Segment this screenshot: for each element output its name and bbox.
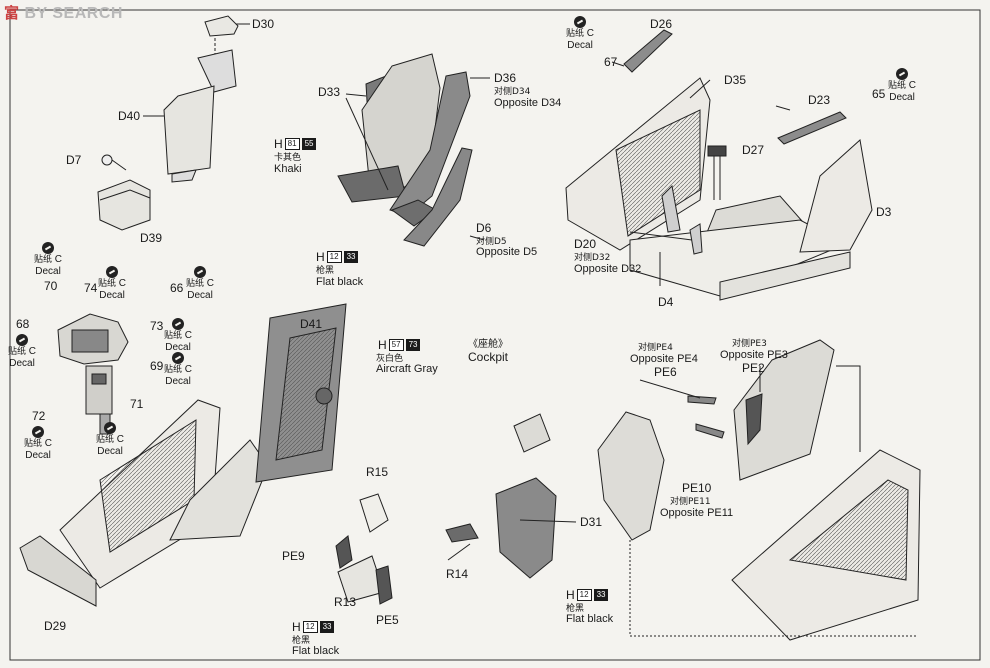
decal-icon — [172, 318, 185, 330]
decal-icon — [194, 266, 207, 278]
part-label-d4: D4 — [658, 295, 674, 309]
decal-number-74: 74 — [84, 281, 98, 295]
part-label-pe5: PE5 — [376, 613, 399, 627]
part-label-d6: D6 — [476, 221, 492, 235]
part-label-pe2: PE2 — [742, 361, 765, 375]
decal-number-70: 70 — [44, 279, 58, 293]
part-label-d6-cn: 对侧D5 — [476, 237, 507, 247]
part-label-d23: D23 — [808, 93, 831, 107]
decal-number-66: 66 — [170, 281, 184, 295]
section-title-en: Cockpit — [468, 350, 509, 364]
decal-number-68: 68 — [16, 317, 30, 331]
part-label-d35: D35 — [724, 73, 747, 87]
decal-callout-72: 贴纸 C Decal — [24, 426, 52, 461]
paint-name-khaki: Khaki — [274, 163, 302, 175]
paint-name-black3: Flat black — [566, 613, 614, 625]
part-label-pe2-cn: 对侧PE3 — [732, 339, 767, 349]
part-label-d36: D36 — [494, 71, 517, 85]
decal-icon — [16, 334, 29, 346]
watermark-logo: 富 BY SEARCH — [4, 5, 123, 22]
part-label-pe10: PE10 — [682, 481, 712, 495]
paint-name-khaki-cn: 卡其色 — [274, 153, 302, 163]
section-title-cn: 《座舱》 — [468, 339, 508, 350]
part-label-d39: D39 — [140, 231, 163, 245]
part-label-pe2-en: Opposite PE3 — [720, 349, 788, 361]
part-label-d20-cn: 对侧D32 — [574, 253, 611, 263]
decal-icon — [42, 242, 55, 254]
paint-name-gray-cn: 灰白色 — [376, 354, 404, 364]
part-label-pe10-en: Opposite PE11 — [660, 507, 734, 519]
part-label-d20-en: Opposite D32 — [574, 263, 642, 275]
part-label-r15: R15 — [366, 465, 389, 479]
part-label-pe6-en: Opposite PE4 — [630, 353, 698, 365]
decal-number-72: 72 — [32, 409, 46, 423]
part-label-d26: D26 — [650, 17, 673, 31]
part-label-d7: D7 — [66, 153, 82, 167]
decal-callout-67: 贴纸 C Decal — [566, 16, 594, 51]
part-label-d27: D27 — [742, 143, 765, 157]
decal-number-73: 73 — [150, 319, 164, 333]
decal-number-71: 71 — [130, 397, 144, 411]
part-label-d40: D40 — [118, 109, 141, 123]
part-label-pe9: PE9 — [282, 549, 305, 563]
decal-number-67: 67 — [604, 55, 618, 69]
part-label-d20: D20 — [574, 237, 597, 251]
decal-icon — [172, 352, 185, 364]
paint-name-black1-cn: 枪黑 — [316, 266, 335, 276]
part-label-pe10-cn: 对侧PE11 — [670, 497, 711, 507]
decal-callout-74: 贴纸 C Decal — [98, 266, 126, 301]
decal-icon — [104, 422, 117, 434]
part-label-d6-en: Opposite D5 — [476, 246, 538, 258]
paint-name-gray: Aircraft Gray — [376, 363, 438, 375]
decal-number-69: 69 — [150, 359, 164, 373]
decal-icon — [574, 16, 587, 28]
part-label-r13: R13 — [334, 595, 357, 609]
part-label-pe6-cn: 对侧PE4 — [638, 343, 673, 353]
paint-name-black1: Flat black — [316, 276, 364, 288]
paint-name-black2: Flat black — [292, 645, 340, 657]
part-label-d3: D3 — [876, 205, 892, 219]
decal-callout-68: 贴纸 C Decal — [8, 334, 36, 369]
decal-callout-66: 贴纸 C Decal — [186, 266, 214, 301]
part-label-d29: D29 — [44, 619, 67, 633]
decal-icon — [106, 266, 119, 278]
part-label-d30: D30 — [252, 17, 275, 31]
decal-icon — [896, 68, 909, 80]
part-label-pe6: PE6 — [654, 365, 677, 379]
part-label-d36-en: Opposite D34 — [494, 97, 562, 109]
decal-callout-71: 贴纸 C Decal — [96, 422, 124, 457]
part-label-r14: R14 — [446, 567, 469, 581]
decal-number-65: 65 — [872, 87, 886, 101]
paint-name-black3-cn: 枪黑 — [566, 604, 585, 614]
part-label-d36-cn: 对侧D34 — [494, 87, 531, 97]
part-label-d33: D33 — [318, 85, 341, 99]
decal-callout-65: 贴纸 C Decal — [888, 68, 916, 103]
decal-icon — [32, 426, 45, 438]
decal-callout-69: 贴纸 C Decal — [164, 352, 192, 387]
paint-name-black2-cn: 枪黑 — [292, 636, 311, 646]
decal-callout-73: 贴纸 C Decal — [164, 318, 192, 353]
decal-callout-70: 贴纸 C Decal — [34, 242, 62, 277]
part-label-d31: D31 — [580, 515, 603, 529]
part-label-d41: D41 — [300, 317, 323, 331]
